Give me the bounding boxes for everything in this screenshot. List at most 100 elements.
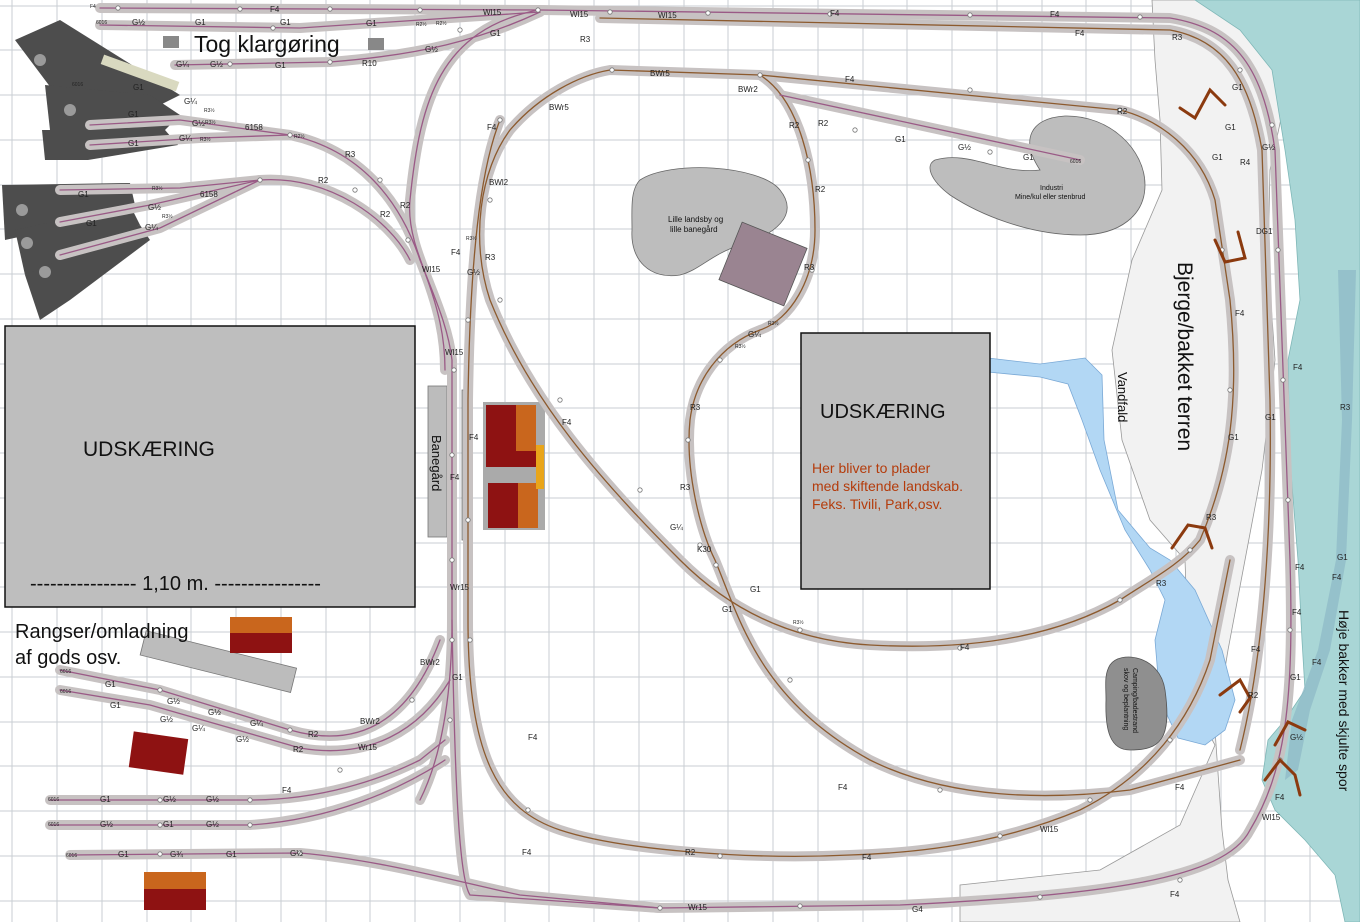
track-label: 6158 bbox=[200, 190, 218, 199]
track-label: F4 bbox=[1050, 10, 1060, 19]
track-label: F4 bbox=[90, 4, 96, 10]
track-label: F4 bbox=[838, 783, 848, 792]
track-label: R3½ bbox=[768, 320, 779, 327]
track-label: R3½ bbox=[204, 107, 215, 114]
track-label: K30 bbox=[697, 545, 712, 554]
station-building-roof-2 bbox=[516, 405, 536, 451]
track-label: G1 bbox=[128, 139, 139, 148]
track-label: R3 bbox=[690, 403, 701, 412]
track-label: R10 bbox=[362, 59, 377, 68]
track-label: R3 bbox=[485, 253, 496, 262]
track-label: BWr5 bbox=[650, 69, 670, 78]
track-label: F4 bbox=[1312, 658, 1322, 667]
track-label: R2 bbox=[789, 121, 800, 130]
track-label: F4 bbox=[450, 473, 460, 482]
village-area bbox=[631, 167, 788, 277]
signal-box-2 bbox=[368, 38, 384, 50]
track-label: G½ bbox=[236, 735, 249, 744]
track-label: F4 bbox=[1175, 783, 1185, 792]
tunnel-portals bbox=[1170, 87, 1307, 797]
track-label: G1 bbox=[1290, 673, 1301, 682]
track-label: F4 bbox=[1235, 309, 1245, 318]
track-label: 6016 bbox=[96, 20, 107, 26]
track-label: G1 bbox=[163, 820, 174, 829]
track-label: R3½ bbox=[735, 343, 746, 350]
track-label: F4 bbox=[830, 9, 840, 18]
track-label: F4 bbox=[270, 5, 280, 14]
track-label: F4 bbox=[862, 853, 872, 862]
track-label: F4 bbox=[562, 418, 572, 427]
signal-box-1 bbox=[163, 36, 179, 48]
track-label: G¾ bbox=[170, 850, 183, 859]
track-label: 6016 bbox=[1070, 159, 1081, 165]
track-label: R3 bbox=[1172, 33, 1183, 42]
track-label: R2 bbox=[1117, 107, 1128, 116]
track-label: G½ bbox=[425, 45, 438, 54]
vandfald-label: Vandfald bbox=[1115, 372, 1130, 422]
track-label: R2½ bbox=[294, 133, 305, 140]
track-label: BWr2 bbox=[738, 85, 758, 94]
track-label: G1 bbox=[275, 61, 286, 70]
track-label: G½ bbox=[206, 820, 219, 829]
track-label: R3½ bbox=[205, 119, 216, 126]
track-label: F4 bbox=[1332, 573, 1342, 582]
banegard-label: Banegård bbox=[429, 435, 444, 491]
track-label: 6016 bbox=[66, 853, 77, 859]
track-label: G1 bbox=[110, 701, 121, 710]
track-label: R3 bbox=[1206, 513, 1217, 522]
track-label: G1 bbox=[366, 19, 377, 28]
freight-platform bbox=[139, 630, 298, 693]
track-label: Wl15 bbox=[483, 8, 502, 17]
track-label: R2½ bbox=[436, 20, 447, 27]
track-label: G1 bbox=[1228, 433, 1239, 442]
track-label: F4 bbox=[282, 786, 292, 795]
track-joints bbox=[115, 5, 1293, 911]
center-note-1: Her bliver to plader bbox=[812, 460, 931, 476]
track-label: R3½ bbox=[466, 235, 477, 242]
turntable-hub-4 bbox=[39, 266, 51, 278]
track-label: G½ bbox=[100, 820, 113, 829]
track-label: R3½ bbox=[162, 213, 173, 220]
hoje-bakker-label: Høje bakker med skjulte spor bbox=[1336, 610, 1352, 792]
track-label: BWr2 bbox=[420, 658, 440, 667]
track-label: R2 bbox=[308, 730, 319, 739]
track-label: G¼ bbox=[176, 60, 189, 69]
track-label: G½ bbox=[467, 268, 480, 277]
track-label: R3½ bbox=[200, 136, 211, 143]
track-label: F4 bbox=[451, 248, 461, 257]
track-label: G1 bbox=[226, 850, 237, 859]
track-label: 6016 bbox=[48, 822, 59, 828]
track-label: G1 bbox=[118, 850, 129, 859]
track-label: G1 bbox=[78, 190, 89, 199]
goods-building-3-top bbox=[144, 872, 206, 889]
track-label: G1 bbox=[452, 673, 463, 682]
rangser-label-2: af gods osv. bbox=[15, 647, 121, 669]
track-label: Wl15 bbox=[1262, 813, 1281, 822]
track-label: Wr15 bbox=[688, 903, 708, 912]
river-water bbox=[987, 357, 1236, 746]
track-label: 6016 bbox=[72, 82, 83, 88]
station-building-roof-4 bbox=[518, 483, 538, 528]
udskaering-left-label: UDSKÆRING bbox=[83, 438, 215, 461]
track-label: G½ bbox=[958, 143, 971, 152]
turntable-hub-2 bbox=[16, 204, 28, 216]
track-label: G1 bbox=[128, 110, 139, 119]
track-piece-labels: F4 F4 F4 F4 R3 R3 G½ G1 G1 G1 R2½ R2½ Wl… bbox=[48, 4, 1351, 914]
track-label: R3 bbox=[580, 35, 591, 44]
track-label: G½ bbox=[192, 119, 205, 128]
station-building-sign bbox=[536, 445, 544, 489]
track-label: G1 bbox=[105, 680, 116, 689]
turntable-hub-3 bbox=[21, 237, 33, 249]
track-label: R2 bbox=[818, 119, 829, 128]
track-label: G½ bbox=[1290, 733, 1303, 742]
track-label: G1 bbox=[722, 605, 733, 614]
center-note-2: med skiftende landskab. bbox=[812, 478, 963, 494]
track-label: R4 bbox=[1240, 158, 1251, 167]
track-label: R3 bbox=[680, 483, 691, 492]
track-label: G¼ bbox=[145, 223, 158, 232]
track-label: G½ bbox=[160, 715, 173, 724]
udskaering-left-board bbox=[4, 325, 416, 608]
track-label: G1 bbox=[100, 795, 111, 804]
track-label: G½ bbox=[167, 697, 180, 706]
